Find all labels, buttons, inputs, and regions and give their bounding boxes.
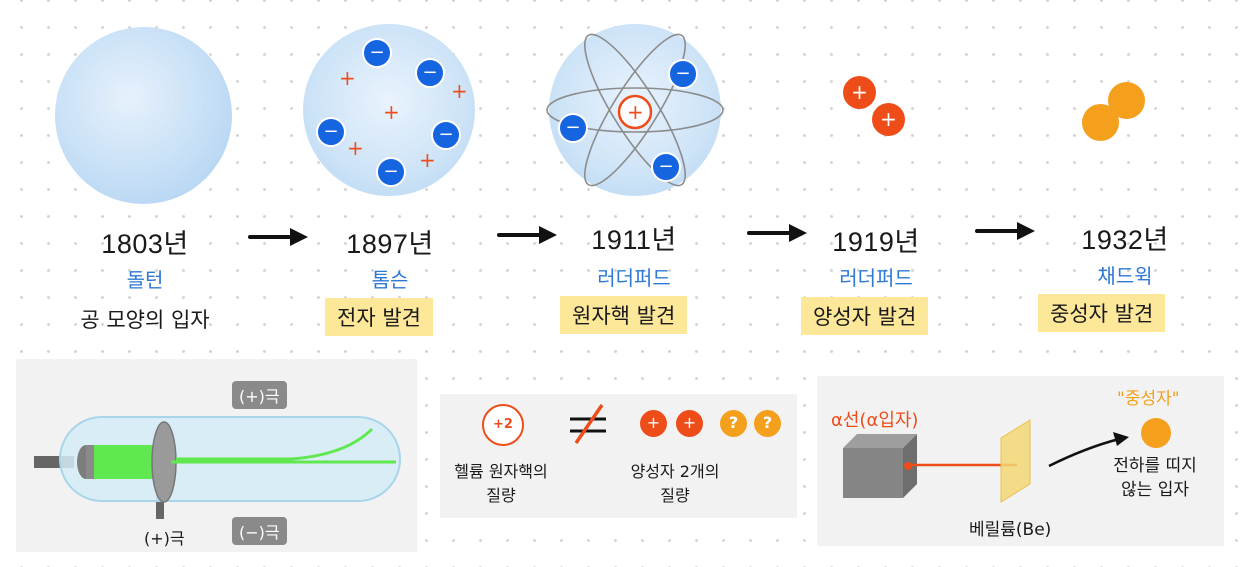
plus-charge: +	[419, 148, 436, 172]
neutron-icon	[1082, 104, 1119, 141]
year-label: 1897년	[346, 229, 434, 259]
proton-icon: +	[640, 410, 667, 437]
cathode-ray-tube-panel: (+)극 (−)극 (+)극	[16, 359, 417, 552]
arrow-right-icon	[248, 226, 310, 248]
neutron-label: "중성자"	[1117, 389, 1180, 409]
discovery-highlight: 전자 발견	[325, 298, 433, 336]
anode-tag: (+)극	[232, 381, 287, 409]
dalton-model-sphere	[55, 27, 232, 204]
discovery-highlight: 중성자 발견	[1038, 294, 1166, 332]
unknown-particle-icon: ?	[754, 410, 781, 437]
alpha-ray-label: α선(α입자)	[831, 410, 919, 431]
plus-charge: +	[339, 66, 356, 90]
proton-icon: +	[843, 76, 876, 109]
helium-nucleus: +2	[482, 404, 524, 446]
electron-icon: −	[668, 59, 698, 89]
scientist-name: 톰슨	[371, 268, 409, 292]
plus-charge: +	[451, 79, 468, 103]
electron-icon: −	[558, 113, 588, 143]
electron-icon: −	[415, 58, 445, 88]
discovery-highlight: 원자핵 발견	[560, 296, 688, 334]
plus-charge: +	[347, 136, 364, 160]
year-label: 1911년	[591, 225, 677, 255]
beryllium-label: 베릴륨(Be)	[969, 520, 1052, 540]
plus-charge: +	[383, 100, 400, 124]
electron-icon: −	[431, 120, 461, 150]
electron-icon: −	[376, 157, 406, 187]
year-label: 1803년	[101, 229, 189, 259]
scientist-name: 러더퍼드	[597, 266, 671, 290]
proton-icon: +	[676, 410, 703, 437]
scientist-name: 러더퍼드	[839, 266, 913, 290]
thomson-model: − − − − − + + + + +	[303, 24, 475, 196]
proton-icon: +	[872, 103, 905, 136]
unknown-particle-icon: ?	[720, 410, 747, 437]
discovery-highlight: 양성자 발견	[801, 297, 929, 335]
arrow-right-icon	[975, 220, 1037, 242]
scientist-name: 채드윅	[1097, 264, 1153, 288]
anode-label: (+)극	[144, 529, 185, 548]
nucleus-plus: +	[627, 100, 644, 124]
electron-icon: −	[316, 117, 346, 147]
cathode-tag: (−)극	[232, 517, 287, 545]
not-equal-icon	[570, 404, 606, 444]
year-label: 1932년	[1081, 225, 1169, 255]
arrow-right-icon	[497, 224, 559, 246]
electron-icon: −	[651, 152, 681, 182]
rutherford-model: + − − −	[543, 24, 733, 196]
scientist-name: 돌턴	[126, 268, 164, 292]
arrow-right-icon	[747, 222, 809, 244]
model-description: 공 모양의 입자	[80, 308, 210, 332]
electron-icon: −	[362, 38, 392, 68]
year-label: 1919년	[832, 227, 920, 257]
